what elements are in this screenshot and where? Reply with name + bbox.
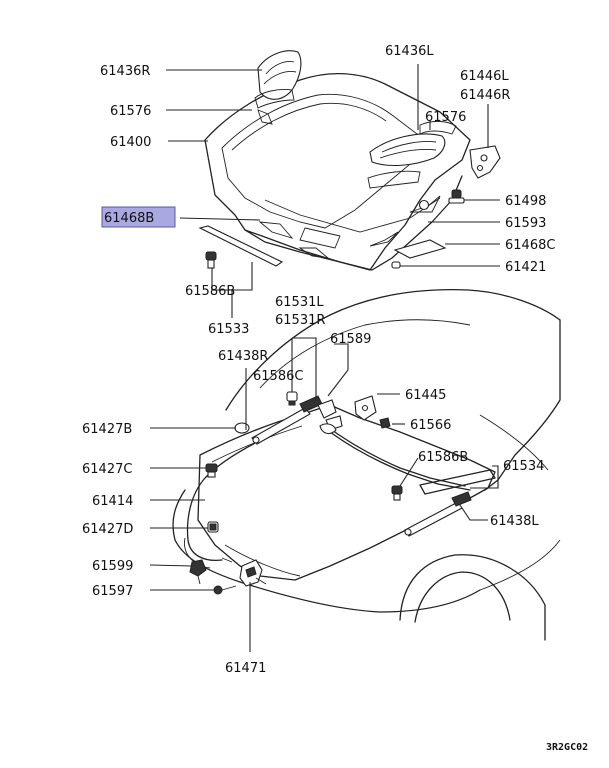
- hood-lock: [221, 557, 267, 587]
- bracket-clip-66: [379, 417, 391, 429]
- label-61438R: 61438R: [218, 349, 268, 364]
- hood-bumper: [448, 189, 465, 204]
- label-61533: 61533: [208, 322, 249, 337]
- hood-air-scoop-left: [369, 133, 446, 166]
- label-61576-right: 61576: [425, 110, 466, 125]
- hood-hinge: [469, 145, 501, 179]
- label-61534: 61534: [503, 459, 544, 474]
- insulator-bracket: [393, 239, 447, 259]
- hood-vent: [367, 170, 421, 189]
- scoop-seal-right: [254, 89, 295, 125]
- label-61576-upper: 61576: [110, 104, 151, 119]
- bumper-clip-99: [189, 559, 207, 585]
- label-61593: 61593: [505, 216, 546, 231]
- leader-lines: [149, 64, 500, 652]
- label-61436R: 61436R: [100, 64, 150, 79]
- support-clip-c: [286, 391, 298, 406]
- hood-support-strut-left: [404, 491, 472, 537]
- label-61414: 61414: [92, 494, 133, 509]
- label-61468B: 61468B: [104, 211, 154, 226]
- cable-holder: [319, 423, 337, 435]
- label-61468C: 61468C: [505, 238, 555, 253]
- diagram-code: 3R2GC02: [546, 742, 588, 753]
- label-61468B-highlight: 61468B: [101, 206, 176, 228]
- label-61427B: 61427B: [82, 422, 132, 437]
- bay-weatherstrip: [419, 469, 496, 495]
- scoop-seal-left: [419, 120, 457, 135]
- label-61599: 61599: [92, 559, 133, 574]
- weatherstrip-clip-upper: [205, 251, 217, 269]
- label-61586C: 61586C: [253, 369, 303, 384]
- label-61446R: 61446R: [460, 88, 510, 103]
- label-61566: 61566: [410, 418, 451, 433]
- label-61427D: 61427D: [82, 522, 133, 537]
- label-61589: 61589: [330, 332, 371, 347]
- support-bracket: [354, 395, 377, 421]
- cable-clip-d: [207, 521, 219, 533]
- hood-air-scoop-right: [257, 50, 302, 100]
- hood-support-strut-right: [251, 395, 323, 445]
- label-61438L: 61438L: [490, 514, 539, 529]
- lock-bolt: [213, 585, 237, 595]
- cable-clip-c: [205, 463, 218, 478]
- label-61427C: 61427C: [82, 462, 132, 477]
- label-61531R: 61531R: [275, 313, 325, 328]
- label-61498: 61498: [505, 194, 546, 209]
- label-61586B-upper: 61586B: [185, 284, 235, 299]
- weatherstrip-clip-lower: [391, 485, 403, 501]
- label-61597: 61597: [92, 584, 133, 599]
- label-61436L: 61436L: [385, 44, 434, 59]
- label-61400: 61400: [110, 135, 151, 150]
- label-61446L: 61446L: [460, 69, 509, 84]
- label-61471: 61471: [225, 661, 266, 676]
- hood-release-cable: [186, 437, 266, 562]
- hood-clip: [418, 199, 430, 211]
- hood-weatherstrip: [198, 225, 284, 267]
- label-61445: 61445: [405, 388, 446, 403]
- grommet-b: [234, 422, 250, 434]
- label-61586B-lower: 61586B: [418, 450, 468, 465]
- bracket-clip: [391, 261, 401, 269]
- label-61421: 61421: [505, 260, 546, 275]
- car-body-outline: [172, 289, 561, 641]
- label-61531L: 61531L: [275, 295, 324, 310]
